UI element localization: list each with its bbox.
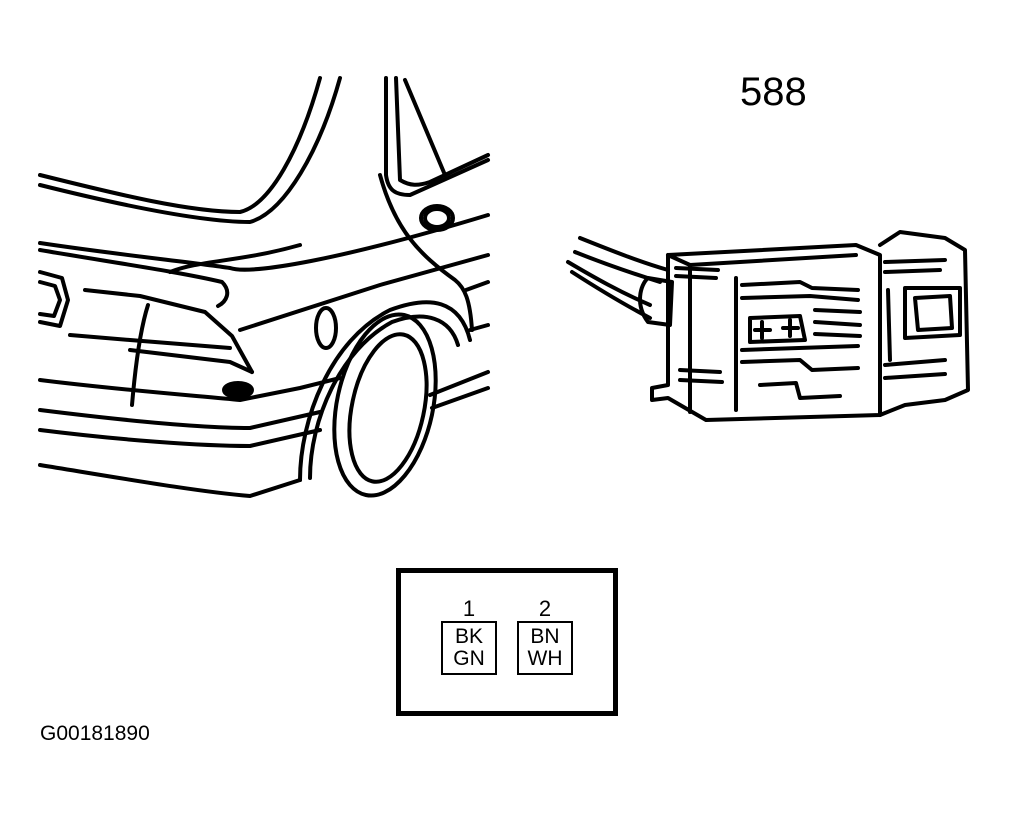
car-rear-illustration [38,76,490,498]
pin-2: 2 BN WH [517,597,573,675]
pin-wire-color: BN WH [517,621,573,675]
wire-color-stripe: GN [453,647,485,670]
wire-color-primary: BN [530,625,560,648]
connector-pin-view: 1 BK GN 2 BN WH [396,568,618,716]
pin-1: 1 BK GN [441,597,497,675]
pin-number: 2 [538,596,552,621]
connector-illustration [566,230,970,422]
figure-id: G00181890 [40,722,150,745]
wire-color-stripe: WH [527,647,563,670]
wire-color-primary: BK [454,625,483,648]
pin-number: 1 [462,596,476,621]
connector-number: 588 [740,70,807,114]
pin-wire-color: BK GN [441,621,497,675]
